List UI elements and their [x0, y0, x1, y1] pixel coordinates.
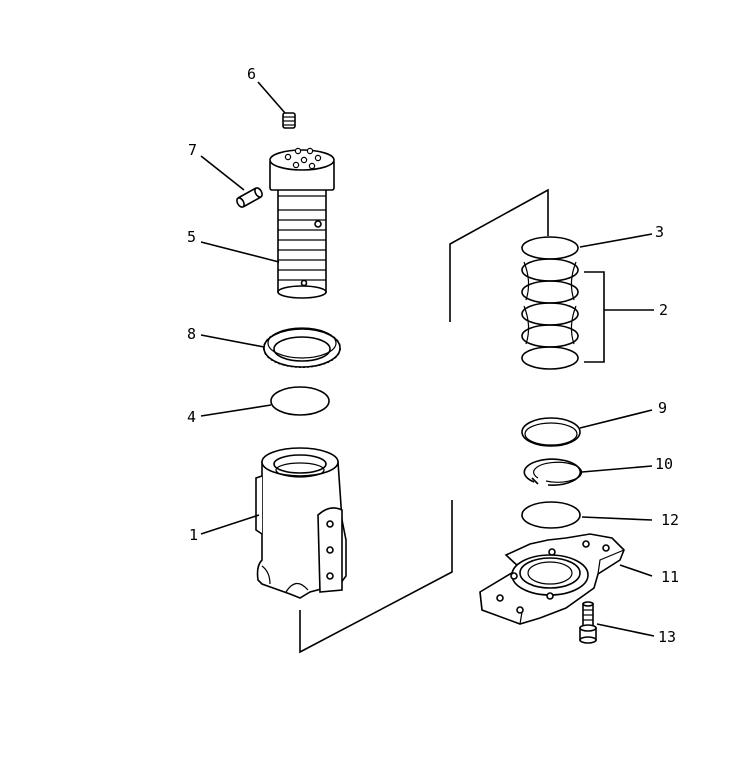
- part-11-flange-plate: [479, 533, 625, 625]
- part-12-o-ring: [521, 501, 581, 529]
- part-13-bolt: [579, 601, 597, 644]
- part-6-set-screw: [282, 112, 296, 129]
- part-2-spring: [521, 258, 605, 370]
- assembly-connector-lines: [299, 188, 549, 654]
- callout-7: 7: [188, 141, 197, 159]
- part-8-threaded-ring: [263, 327, 341, 368]
- leader-lines: [200, 81, 655, 637]
- callout-13: 13: [658, 628, 676, 646]
- part-9-ring: [521, 417, 581, 447]
- part-7-pin: [236, 187, 263, 208]
- callout-6: 6: [247, 65, 256, 83]
- part-1-housing: [255, 447, 347, 599]
- callout-4: 4: [187, 408, 196, 426]
- part-4-o-ring: [270, 386, 330, 416]
- part-3-spring-top-coil: [521, 236, 579, 260]
- callout-2: 2: [659, 301, 668, 319]
- part-5-spool: [269, 147, 335, 299]
- callout-8: 8: [187, 325, 196, 343]
- callout-1: 1: [189, 526, 198, 544]
- part-10-snap-ring: [523, 458, 583, 486]
- callout-9: 9: [658, 399, 667, 417]
- callout-labels: 6 7 5 8 4 1 3 2 9 10 12 11 13: [187, 65, 679, 646]
- callout-3: 3: [655, 223, 664, 241]
- callout-5: 5: [187, 228, 196, 246]
- callout-12: 12: [661, 511, 679, 529]
- callout-10: 10: [655, 455, 673, 473]
- callout-11: 11: [661, 568, 679, 586]
